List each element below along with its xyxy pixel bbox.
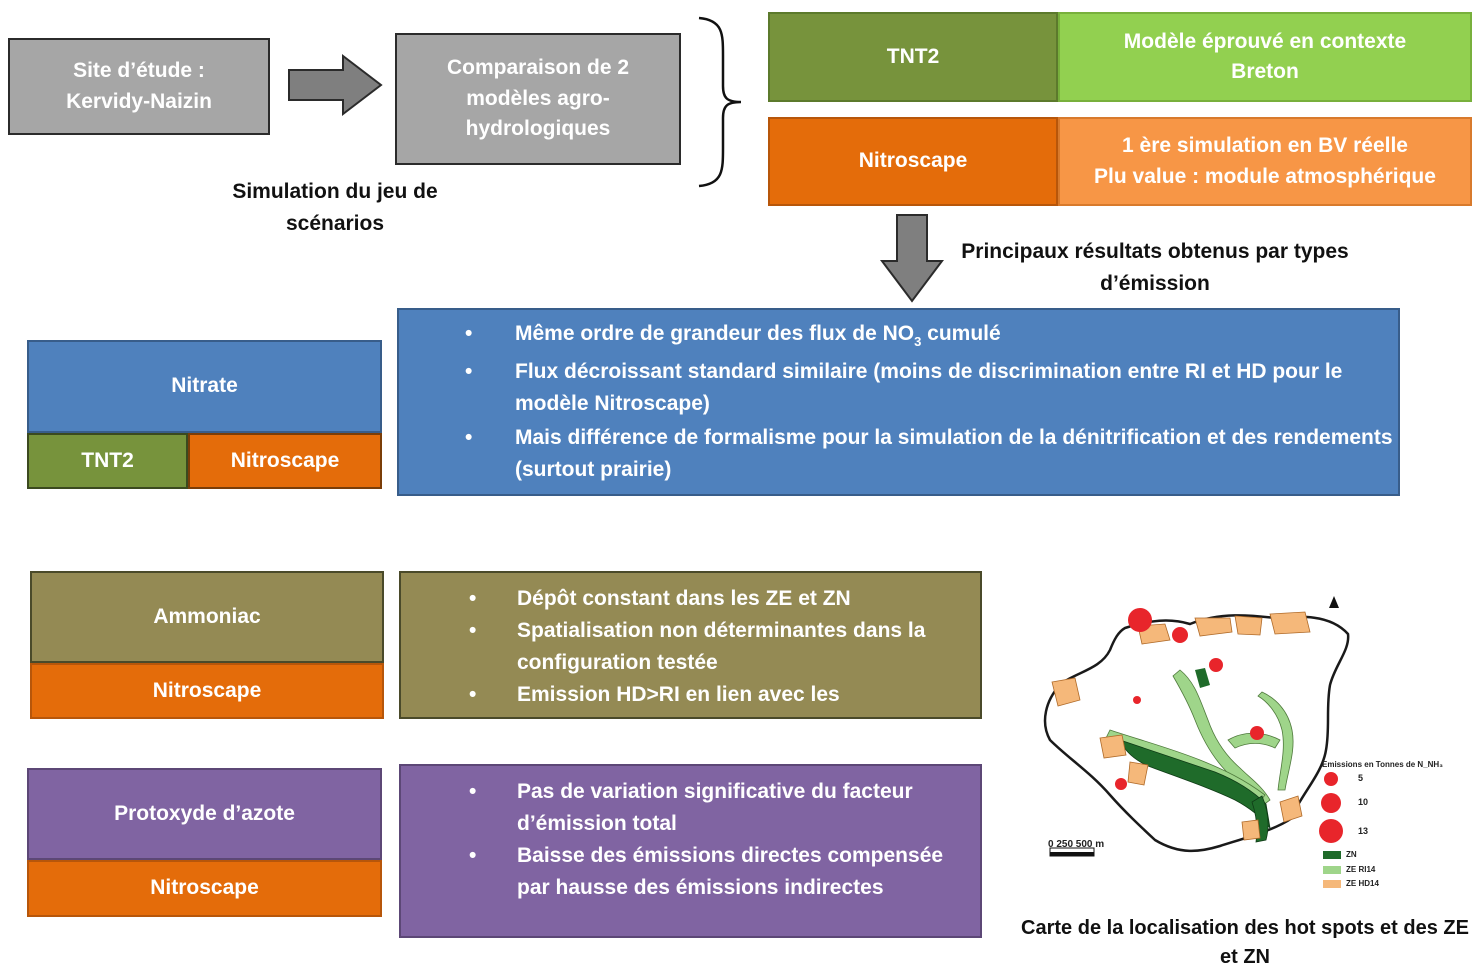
simulation-caption: Simulation du jeu de scénarios: [232, 180, 438, 235]
nitrate-model-nitroscape: Nitroscape: [188, 433, 382, 489]
legend-value-10: 10: [1358, 797, 1369, 807]
scale-label: 0 250 500 m: [1048, 839, 1105, 850]
list-item: Emission HD>RI en lien avec les: [399, 679, 959, 711]
site-box: Site d’étude : Kervidy-Naizin: [8, 38, 270, 135]
protoxyde-model: Nitroscape: [27, 860, 382, 917]
list-item: Flux décroissant standard similaire (moi…: [397, 356, 1397, 420]
curly-brace: [698, 16, 742, 188]
nitroscape-desc-box: 1 ère simulation en BV réelle Plu value …: [1058, 117, 1472, 206]
legend-value-5: 5: [1358, 773, 1364, 783]
compare-box: Comparaison de 2 modèles agro-hydrologiq…: [395, 33, 681, 165]
legend-ze-ri-swatch: [1323, 866, 1341, 874]
ammoniac-box: Ammoniac: [30, 571, 384, 663]
list-item: Même ordre de grandeur des flux de NO3 c…: [397, 318, 1397, 350]
list-item: Pas de variation significative du facteu…: [399, 776, 959, 840]
legend-ze-hd: ZE HD14: [1346, 879, 1379, 888]
legend-zn: ZN: [1346, 850, 1357, 859]
legend-ze-ri: ZE RI14: [1346, 865, 1376, 874]
watershed-map: [1043, 596, 1350, 857]
ammoniac-model: Nitroscape: [30, 663, 384, 719]
legend-title: Emissions en Tonnes de N_NH₃: [1322, 760, 1443, 769]
legend-value-13: 13: [1358, 826, 1369, 836]
protoxyde-bullets: Pas de variation significative du facteu…: [399, 776, 959, 928]
site-label: Site d’étude : Kervidy-Naizin: [66, 59, 212, 113]
nitrate-model-tnt2: TNT2: [27, 433, 188, 489]
legend-zn-swatch: [1323, 851, 1341, 859]
list-item: Dépôt constant dans les ZE et ZN: [399, 583, 959, 615]
right-arrow-icon: [288, 53, 383, 117]
list-item: Mais différence de formalisme pour la si…: [397, 422, 1397, 486]
results-caption: Principaux résultats obtenus par types d…: [961, 240, 1349, 292]
down-arrow-icon: [880, 214, 944, 303]
protoxyde-box: Protoxyde d’azote: [27, 768, 382, 860]
tnt2-desc-box: Modèle éprouvé en contexte Breton: [1058, 12, 1472, 102]
ammoniac-bullets: Dépôt constant dans les ZE et ZN Spatial…: [399, 583, 959, 713]
compare-label: Comparaison de 2 modèles agro-hydrologiq…: [446, 56, 630, 141]
nitrate-box: Nitrate: [27, 340, 382, 433]
legend-hotspot-symbols: [1319, 772, 1343, 843]
list-item: Spatialisation non déterminantes dans la…: [399, 615, 959, 679]
nitrate-bullets: Même ordre de grandeur des flux de NO3 c…: [397, 318, 1397, 486]
nitroscape-box: Nitroscape: [768, 117, 1058, 206]
tnt2-box: TNT2: [768, 12, 1058, 102]
legend-ze-hd-swatch: [1323, 880, 1341, 888]
map-caption: Carte de la localisation des hot spots e…: [1021, 917, 1469, 968]
list-item: Baisse des émissions directes compensée …: [399, 840, 959, 904]
